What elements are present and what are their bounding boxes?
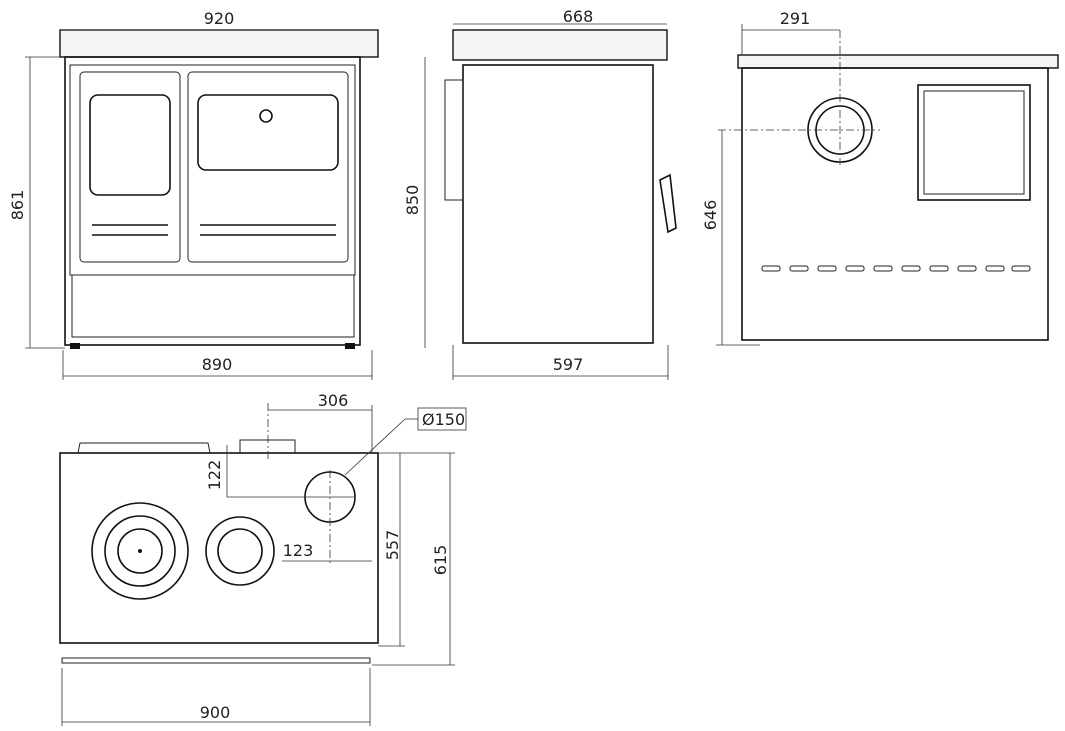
small-hotplate (205, 516, 275, 586)
dim-front-width-bottom: 890 (202, 355, 233, 374)
dim-side-height: 850 (403, 185, 422, 216)
dim-top-total-depth: 615 (431, 545, 450, 576)
dim-side-depth-top: 668 (563, 7, 594, 26)
dim-flue-diameter: Ø150 (422, 410, 465, 429)
dim-top-flue-offset-y: 122 (205, 460, 224, 491)
rear-view: 291 646 (701, 9, 1059, 346)
dim-top-width: 900 (200, 703, 231, 722)
dim-front-height: 861 (8, 190, 27, 221)
dim-side-depth-bottom: 597 (553, 355, 584, 374)
dim-rear-flue-height: 646 (701, 200, 720, 231)
dim-top-body-depth: 557 (383, 530, 402, 561)
front-view: 920 861 890 (8, 9, 379, 380)
side-view: 668 850 597 (403, 7, 677, 380)
thermometer-icon (259, 109, 273, 123)
large-hotplate (91, 502, 189, 600)
top-view: 306 Ø150 122 123 557 615 900 (59, 391, 467, 726)
dim-top-flue-offset-side: 123 (283, 541, 314, 560)
firebox-door (79, 71, 181, 263)
dim-front-width-top: 920 (204, 9, 235, 28)
dim-top-flue-offset-x: 306 (318, 391, 349, 410)
oven-door (187, 71, 349, 263)
dim-rear-flue-offset: 291 (780, 9, 811, 28)
